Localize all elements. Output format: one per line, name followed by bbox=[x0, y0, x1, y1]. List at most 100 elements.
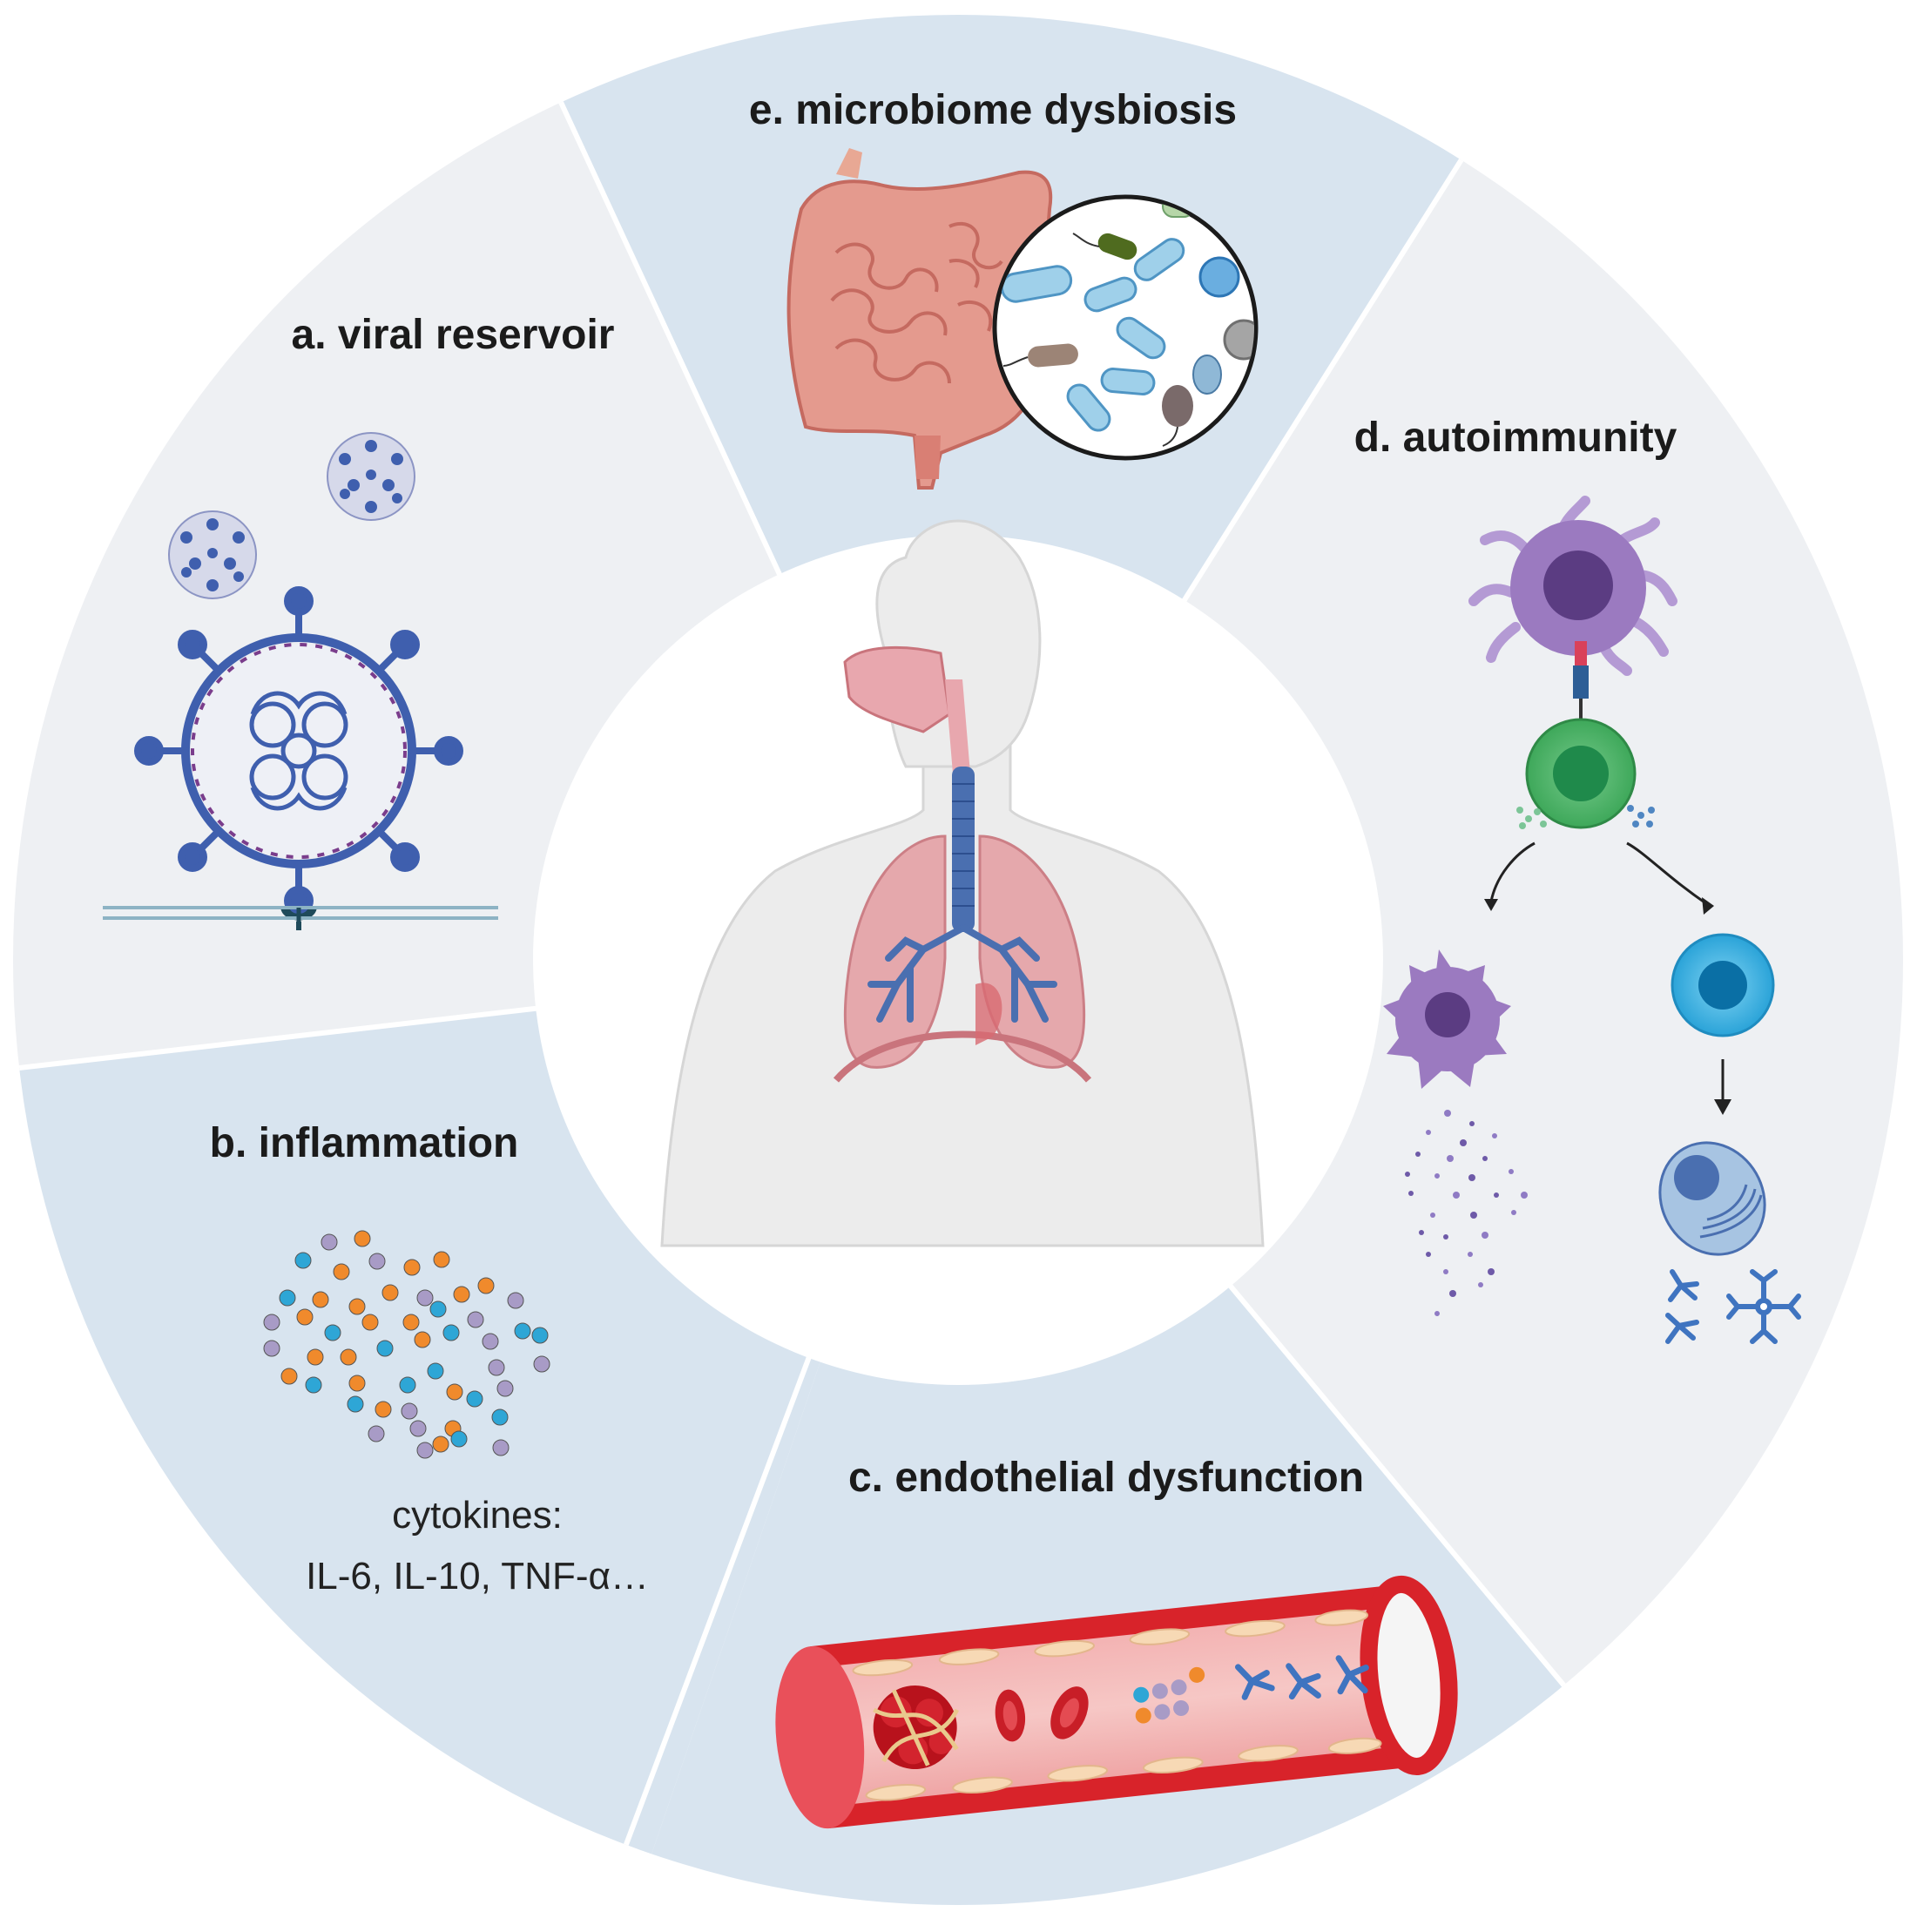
activated-dendritic-cell-icon bbox=[1383, 949, 1511, 1089]
cytokine-dot bbox=[414, 1331, 431, 1348]
cytokine-dot bbox=[312, 1291, 329, 1308]
autoantigen-particle bbox=[1482, 1156, 1488, 1161]
autoantigen-particle bbox=[1434, 1173, 1440, 1179]
dendritic-cell-icon bbox=[1468, 496, 1677, 676]
cytokine-dot bbox=[305, 1376, 322, 1394]
autoantibody-icons bbox=[1665, 1269, 1801, 1344]
cytokine-dot bbox=[409, 1420, 427, 1437]
cytokine-dot bbox=[361, 1314, 379, 1331]
virion-large bbox=[134, 586, 463, 915]
antibody-icon bbox=[1234, 1655, 1369, 1700]
cytokine-dot bbox=[453, 1286, 470, 1303]
cytokine-dot bbox=[340, 1348, 357, 1366]
autoantigen-particle bbox=[1469, 1121, 1475, 1126]
cytokine-dot bbox=[496, 1380, 514, 1397]
cytokine-dot bbox=[381, 1284, 399, 1301]
cytokine-dot bbox=[403, 1259, 421, 1276]
cytokine-dot bbox=[263, 1314, 280, 1331]
cytokine-dot bbox=[375, 1401, 392, 1418]
cytokine-dot bbox=[482, 1333, 499, 1350]
cytokine-dot bbox=[354, 1230, 371, 1247]
cytokine-dot bbox=[466, 1390, 483, 1408]
cytokine-dot bbox=[514, 1322, 531, 1340]
respiratory-system-icon bbox=[660, 519, 1265, 1247]
cytokine-dot bbox=[348, 1298, 366, 1315]
autoantigen-particle bbox=[1509, 1169, 1514, 1174]
bacteria-magnifier bbox=[992, 194, 1259, 461]
cytokine-dot bbox=[263, 1340, 280, 1357]
cytokine-dot bbox=[416, 1442, 434, 1459]
cytokines-caption-line2: IL-6, IL-10, TNF-α… bbox=[306, 1555, 649, 1598]
cytokine-dot bbox=[442, 1324, 460, 1341]
autoantigen-particle bbox=[1430, 1213, 1435, 1218]
autoantigen-particle bbox=[1494, 1192, 1499, 1198]
intestine-icon bbox=[786, 148, 1053, 490]
released-autoantigens bbox=[1405, 1110, 1528, 1316]
cytokine-dot bbox=[307, 1348, 324, 1366]
autoantigen-particle bbox=[1434, 1311, 1440, 1316]
autoantigen-particle bbox=[1511, 1210, 1516, 1215]
autoantigen-particle bbox=[1415, 1152, 1421, 1157]
virion-small-1 bbox=[327, 432, 415, 521]
cytokine-dot bbox=[368, 1253, 386, 1270]
autoantigen-particle bbox=[1426, 1252, 1431, 1257]
segment-d-background bbox=[958, 157, 1903, 1742]
cytokine-dot bbox=[477, 1277, 495, 1294]
autoantigen-particle bbox=[1521, 1192, 1528, 1199]
autoantigen-particle bbox=[1482, 1232, 1488, 1239]
cytokine-dot bbox=[376, 1340, 394, 1357]
cytokine-dot bbox=[401, 1402, 418, 1420]
segment-e-background bbox=[543, 15, 1463, 960]
cytokine-dot bbox=[399, 1376, 416, 1394]
cytokine-dot bbox=[347, 1395, 364, 1413]
cytokine-dot bbox=[321, 1233, 338, 1251]
cytokine-cloud-icon bbox=[263, 1230, 550, 1459]
autoantigen-particle bbox=[1408, 1191, 1414, 1196]
cytokine-dot bbox=[507, 1292, 524, 1309]
autoantigen-particle bbox=[1443, 1234, 1448, 1240]
cytokine-dot bbox=[467, 1311, 484, 1328]
cytokine-dot bbox=[450, 1430, 468, 1448]
segment-d-title: d. autoimmunity bbox=[1354, 415, 1677, 461]
cytokine-dot bbox=[402, 1314, 420, 1331]
t-cell-icon bbox=[1516, 718, 1655, 829]
cytokine-dot bbox=[492, 1439, 510, 1456]
cytokine-dot bbox=[429, 1300, 447, 1318]
autoantigen-particle bbox=[1492, 1133, 1497, 1138]
cytokine-dot bbox=[427, 1362, 444, 1380]
cytokine-dot bbox=[416, 1289, 434, 1307]
autoantigen-particle bbox=[1449, 1290, 1456, 1297]
cytokine-dot bbox=[488, 1359, 505, 1376]
cytokine-dot bbox=[531, 1327, 549, 1344]
segment-b-title: b. inflammation bbox=[210, 1120, 519, 1166]
cytokine-dot bbox=[491, 1408, 509, 1426]
cytokine-dot bbox=[279, 1289, 296, 1307]
cytokine-dot bbox=[368, 1425, 385, 1442]
segment-e-title: e. microbiome dysbiosis bbox=[749, 87, 1237, 133]
blood-vessel-icon bbox=[775, 1575, 1458, 1829]
autoantigen-particle bbox=[1470, 1212, 1477, 1219]
red-blood-cell-icon bbox=[995, 1686, 1089, 1742]
b-cell-icon bbox=[1671, 933, 1775, 1037]
autoantigen-particle bbox=[1405, 1172, 1410, 1177]
segment-c-title: c. endothelial dysfunction bbox=[848, 1455, 1364, 1501]
autoantigen-particle bbox=[1419, 1230, 1424, 1235]
pathway-arrows bbox=[1489, 841, 1725, 1103]
cytokine-dot bbox=[280, 1368, 298, 1385]
cytokine-dot bbox=[324, 1324, 341, 1341]
virion-small-2 bbox=[168, 510, 257, 599]
cytokine-dot bbox=[296, 1308, 314, 1326]
autoantigen-particle bbox=[1488, 1268, 1495, 1275]
autoantigen-particle bbox=[1468, 1252, 1473, 1257]
autoantigen-particle bbox=[1443, 1269, 1448, 1274]
cytokine-dot bbox=[533, 1355, 550, 1373]
bronchi-icon bbox=[867, 924, 1057, 1023]
autoantigen-particle bbox=[1444, 1110, 1451, 1117]
cytokine-dot bbox=[294, 1252, 312, 1269]
cytokine-dot bbox=[432, 1435, 449, 1453]
plasma-cell-icon bbox=[1658, 1141, 1766, 1256]
segment-a-title: a. viral reservoir bbox=[292, 312, 615, 358]
blood-clot-icon bbox=[873, 1685, 960, 1770]
autoantigen-particle bbox=[1468, 1174, 1475, 1181]
